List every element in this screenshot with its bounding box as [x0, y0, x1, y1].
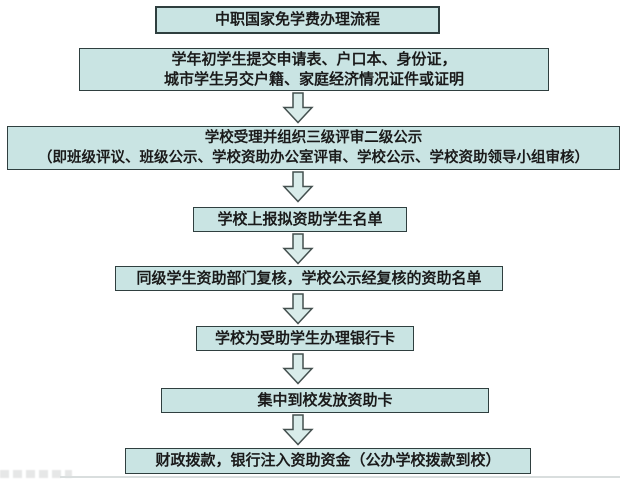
flow-step-school-review-publicity: 学校受理并组织三级评审二级公示 （即班级评议、班级公示、学校资助办公室评审、学校… [7, 126, 620, 170]
flow-step-report-student-list: 学校上报拟资助学生名单 [193, 207, 407, 232]
watermark-fragment [0, 470, 72, 478]
down-arrow-icon [281, 171, 315, 203]
down-arrow-icon [281, 233, 315, 265]
flowchart-title: 中职国家免学费办理流程 [155, 6, 440, 34]
down-arrow-icon [281, 92, 315, 124]
flow-step-bank-card: 学校为受助学生办理银行卡 [196, 326, 414, 351]
down-arrow-icon [281, 353, 315, 385]
flow-step-submit-application: 学年初学生提交申请表、户口本、身份证， 城市学生另交户籍、家庭经济情况证件或证明 [79, 48, 549, 91]
flow-step-department-recheck: 同级学生资助部门复核，学校公示经复核的资助名单 [115, 266, 503, 291]
bottom-rule-line [60, 476, 620, 478]
flow-step-fiscal-appropriation: 财政拨款，银行注入资助资金（公办学校拨款到校） [125, 448, 531, 474]
down-arrow-icon [281, 414, 315, 446]
flow-step-distribute-cards: 集中到校发放资助卡 [161, 388, 489, 413]
down-arrow-icon [281, 293, 315, 325]
